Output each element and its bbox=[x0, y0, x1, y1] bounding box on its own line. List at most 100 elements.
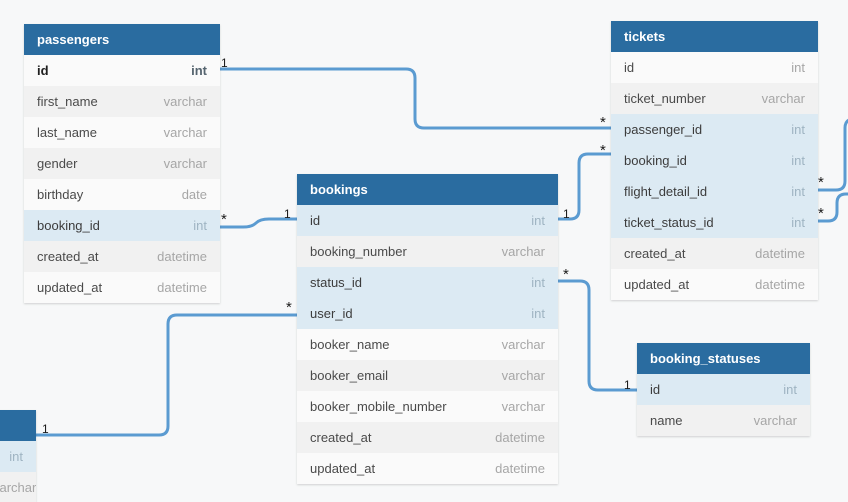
table-row[interactable]: ticket_number varchar bbox=[611, 83, 818, 114]
column-type: int bbox=[791, 184, 805, 199]
column-type: int bbox=[791, 215, 805, 230]
table-row[interactable]: booking_number varchar bbox=[297, 236, 558, 267]
table-row[interactable]: passenger_id int bbox=[611, 114, 818, 145]
column-type: int bbox=[791, 122, 805, 137]
column-type: varchar bbox=[501, 337, 545, 352]
column-name: booker_name bbox=[310, 337, 390, 352]
column-name: created_at bbox=[37, 249, 99, 264]
column-type: varchar bbox=[163, 125, 207, 140]
cardinality-label-many: * bbox=[600, 142, 606, 159]
column-type: int bbox=[791, 153, 805, 168]
column-type: varchar bbox=[0, 480, 36, 495]
cardinality-label-one: 1 bbox=[284, 207, 291, 221]
relationship-edge[interactable] bbox=[36, 313, 297, 437]
table-header-passengers[interactable]: passengers bbox=[24, 24, 220, 55]
column-type: datetime bbox=[495, 430, 545, 445]
table-row[interactable]: updated_at datetime bbox=[297, 453, 558, 484]
column-name: booking_id bbox=[37, 218, 100, 233]
column-type: datetime bbox=[157, 280, 207, 295]
column-name: id bbox=[37, 63, 49, 78]
table-row[interactable]: booker_email varchar bbox=[297, 360, 558, 391]
column-type: date bbox=[181, 187, 207, 202]
column-name: flight_detail_id bbox=[624, 184, 708, 199]
cardinality-label-one: 1 bbox=[563, 207, 570, 221]
column-type: datetime bbox=[755, 277, 805, 292]
column-name: booking_id bbox=[624, 153, 687, 168]
table-row[interactable]: updated_at datetime bbox=[24, 272, 220, 303]
table-row[interactable]: updated_at datetime bbox=[611, 269, 818, 300]
column-type: varchar bbox=[501, 399, 545, 414]
column-name: id bbox=[310, 213, 321, 228]
column-type: datetime bbox=[157, 249, 207, 264]
table-row[interactable]: id int bbox=[297, 205, 558, 236]
column-name: booker_email bbox=[310, 368, 389, 383]
column-name: updated_at bbox=[624, 277, 690, 292]
column-type: varchar bbox=[501, 244, 545, 259]
column-name: status_id bbox=[310, 275, 363, 290]
cardinality-label-many: * bbox=[818, 174, 824, 191]
column-name: gender bbox=[37, 156, 78, 171]
relationship-edge[interactable] bbox=[220, 67, 611, 130]
column-name: user_id bbox=[310, 306, 353, 321]
table-row[interactable]: int bbox=[0, 441, 36, 472]
column-name: last_name bbox=[37, 125, 97, 140]
column-type: int bbox=[191, 63, 207, 78]
column-name: passenger_id bbox=[624, 122, 703, 137]
table-row[interactable]: gender varchar bbox=[24, 148, 220, 179]
column-type: int bbox=[531, 306, 545, 321]
column-name: ticket_number bbox=[624, 91, 706, 106]
table-row[interactable]: varchar bbox=[0, 472, 36, 502]
table-row[interactable]: id int bbox=[637, 374, 810, 405]
column-name: id bbox=[650, 382, 661, 397]
cardinality-label-one: 1 bbox=[624, 378, 631, 392]
column-name: updated_at bbox=[37, 280, 103, 295]
table-node-users[interactable]: intvarcharvarchar bbox=[0, 410, 36, 502]
table-row[interactable]: booking_id int bbox=[611, 145, 818, 176]
table-header-tickets[interactable]: tickets bbox=[611, 21, 818, 52]
table-header-users[interactable] bbox=[0, 410, 36, 441]
column-name: id bbox=[624, 60, 635, 75]
column-type: varchar bbox=[163, 156, 207, 171]
cardinality-label-many: * bbox=[286, 299, 292, 316]
column-name: created_at bbox=[310, 430, 372, 445]
column-name: created_at bbox=[624, 246, 686, 261]
column-name: booking_number bbox=[310, 244, 407, 259]
column-type: varchar bbox=[761, 91, 805, 106]
table-header-booking_statuses[interactable]: booking_statuses bbox=[637, 343, 810, 374]
column-type: varchar bbox=[753, 413, 797, 428]
column-type: varchar bbox=[501, 368, 545, 383]
table-row[interactable]: id int bbox=[24, 55, 220, 86]
table-row[interactable]: flight_detail_id int bbox=[611, 176, 818, 207]
table-row[interactable]: user_id int bbox=[297, 298, 558, 329]
table-row[interactable]: booker_name varchar bbox=[297, 329, 558, 360]
column-type: int bbox=[783, 382, 797, 397]
table-header-bookings[interactable]: bookings bbox=[297, 174, 558, 205]
cardinality-label-one: 1 bbox=[42, 422, 49, 436]
table-row[interactable]: last_name varchar bbox=[24, 117, 220, 148]
column-type: int bbox=[531, 213, 545, 228]
cardinality-label-many: * bbox=[563, 266, 569, 283]
cardinality-label-one: 1 bbox=[221, 56, 228, 70]
cardinality-label-many: * bbox=[818, 205, 824, 222]
column-name: updated_at bbox=[310, 461, 376, 476]
cardinality-label-many: * bbox=[600, 114, 606, 131]
column-type: int bbox=[9, 449, 23, 464]
table-row[interactable]: created_at datetime bbox=[24, 241, 220, 272]
column-type: datetime bbox=[495, 461, 545, 476]
column-type: varchar bbox=[163, 94, 207, 109]
table-row[interactable]: created_at datetime bbox=[297, 422, 558, 453]
